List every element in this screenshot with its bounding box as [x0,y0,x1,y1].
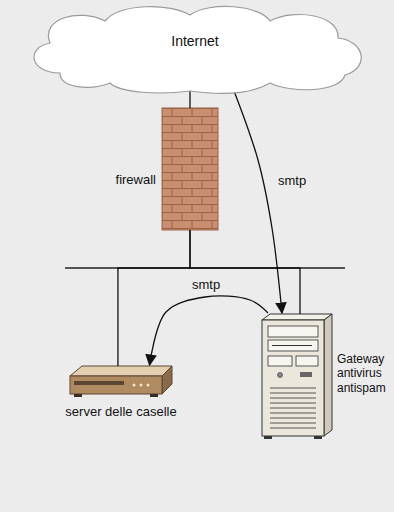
vent-slit [270,398,316,399]
gateway-node: Gateway antivirus antispam [262,314,332,436]
node-label: firewall [76,172,156,188]
vent-slit [270,428,316,429]
vent-slit [270,418,316,419]
edge-label: smtp [190,277,222,292]
edge-label: smtp [276,173,308,188]
server-node: server delle caselle [70,366,172,397]
vent-slit [270,403,316,404]
smtp-flow-arrow [150,296,268,365]
server-device [70,366,172,397]
node-label: Gateway antivirus antispam [337,352,393,395]
gateway-tower [262,314,332,439]
node-label: Internet [20,33,370,50]
cloud-node: Internet [20,3,370,95]
network-link [190,230,300,314]
network-link [189,89,190,108]
vent-slit [270,388,316,389]
smtp-flow-arrow [232,86,282,313]
vent-slit [270,393,316,394]
vent-slit [270,413,316,414]
network-link [118,230,190,366]
vent-slit [270,408,316,409]
vent-slit [270,423,316,424]
firewall-node: firewall [162,108,218,230]
node-label: server delle caselle [36,404,206,420]
firewall-wall [162,108,218,230]
